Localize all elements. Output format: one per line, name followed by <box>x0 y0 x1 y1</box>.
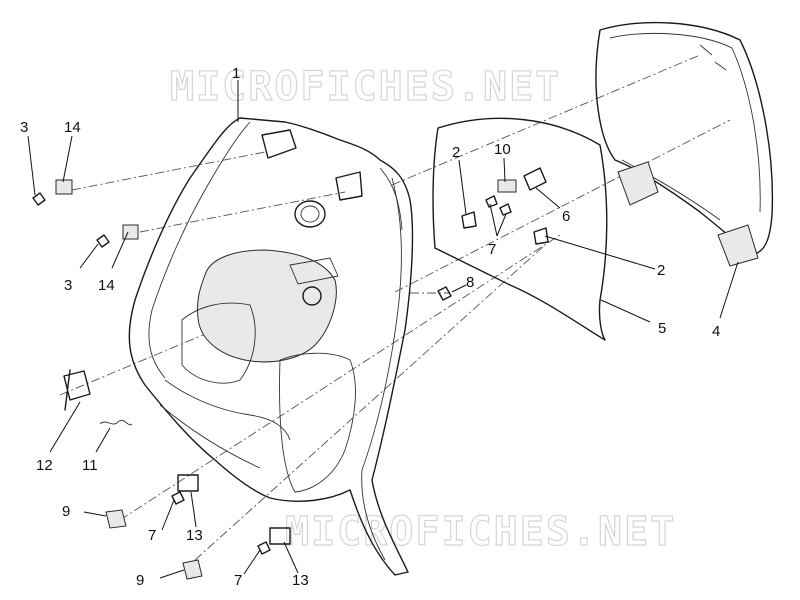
callout-2-lower: 2 <box>657 262 665 279</box>
callout-1: 1 <box>232 65 240 82</box>
callout-10: 10 <box>494 141 511 158</box>
screw-3-lower <box>96 234 110 248</box>
callout-13-upper: 13 <box>186 527 203 544</box>
callout-7-right: 7 <box>488 241 496 258</box>
clip-14-top <box>55 179 73 195</box>
leader-lines <box>27 80 739 579</box>
windscreen-frame <box>595 21 774 267</box>
inner-panel <box>432 117 608 341</box>
callout-9-lower: 9 <box>136 572 144 589</box>
callout-4: 4 <box>712 323 720 340</box>
callout-13-lower: 13 <box>292 572 309 589</box>
screw-7-right-a <box>485 195 498 208</box>
lever-12 <box>63 369 91 411</box>
callout-12: 12 <box>36 457 53 474</box>
leg-shield-back-panel <box>128 117 414 576</box>
callout-6: 6 <box>562 208 570 225</box>
bracket-6 <box>523 167 547 191</box>
callout-9-upper: 9 <box>62 503 70 520</box>
hardware <box>32 167 549 580</box>
callout-7-left-lower: 7 <box>234 572 242 589</box>
screw-8 <box>437 286 452 301</box>
callout-5: 5 <box>658 320 666 337</box>
screw-2-lower <box>533 227 549 245</box>
callout-labels: 1 3 14 3 14 2 10 6 7 2 5 4 8 12 11 9 7 1… <box>20 65 720 589</box>
clip-14-lower <box>122 224 139 240</box>
watermark-bottom: MICROFICHES.NET <box>285 509 676 555</box>
screw-2-upper <box>461 211 477 229</box>
bracket-13-upper <box>177 474 199 492</box>
screw-3-top <box>32 192 46 206</box>
callout-14-top: 14 <box>64 119 81 136</box>
watermark-top: MICROFICHES.NET <box>170 64 561 110</box>
callout-7-left-upper: 7 <box>148 527 156 544</box>
assembly-axis-lines <box>59 54 731 561</box>
callout-8: 8 <box>466 274 474 291</box>
callout-3-lower: 3 <box>64 277 72 294</box>
spring-11 <box>99 419 133 426</box>
callout-14-lower: 14 <box>98 277 115 294</box>
screw-7-left-lower <box>257 541 271 555</box>
callout-11: 11 <box>82 457 98 474</box>
nut-9-lower <box>182 559 203 580</box>
screw-7-right-b <box>499 203 512 216</box>
clip-10 <box>497 179 517 193</box>
callout-2-upper: 2 <box>452 144 460 161</box>
screw-7-left-upper <box>171 491 185 505</box>
bracket-13-lower <box>269 527 291 545</box>
callout-3-top: 3 <box>20 119 28 136</box>
nut-9-upper <box>105 509 127 529</box>
